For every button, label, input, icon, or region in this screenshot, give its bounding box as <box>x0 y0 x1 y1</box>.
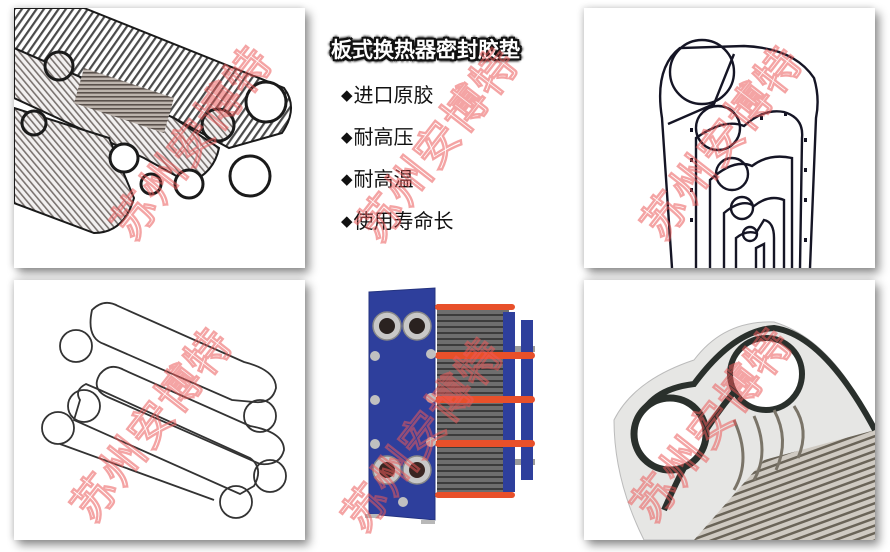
feature-text: 耐高温 <box>353 167 414 191</box>
feature-list: ◆ 进口原胶 ◆ 耐高压 ◆ 耐高温 ◆ 使用寿命长 <box>341 74 454 242</box>
product-info-panel: 板式换热器密封胶垫 ◆ 进口原胶 ◆ 耐高压 ◆ 耐高温 ◆ 使用寿命长 <box>315 0 577 552</box>
stacked-gasket-illustration <box>41 301 287 519</box>
port-flange <box>372 311 432 485</box>
feature-item: ◆ 耐高温 <box>341 158 454 200</box>
stacked-gasket-drawing: 苏州安博特 <box>14 280 305 540</box>
feature-item: ◆ 耐高压 <box>341 116 454 158</box>
feature-text: 耐高压 <box>353 125 414 149</box>
feature-text: 使用寿命长 <box>353 209 454 233</box>
gasket-plates-photo: 苏州安博特 <box>14 8 305 268</box>
gasket-plates-illustration <box>14 8 292 235</box>
feature-item: ◆ 使用寿命长 <box>341 200 454 242</box>
vertical-gasket-illustration <box>658 38 819 268</box>
feature-text: 进口原胶 <box>353 83 434 107</box>
diamond-bullet-icon: ◆ <box>341 128 353 146</box>
diamond-bullet-icon: ◆ <box>341 86 353 104</box>
diamond-bullet-icon: ◆ <box>341 170 353 188</box>
gasket-port-closeup-illustration <box>613 321 875 540</box>
plate-heat-exchanger-image <box>365 287 535 524</box>
vertical-gasket-drawing: 苏州安博特 <box>584 8 875 268</box>
diamond-bullet-icon: ◆ <box>341 212 353 230</box>
gasket-port-closeup-photo: 苏州安博特 <box>584 280 875 540</box>
product-title: 板式换热器密封胶垫 <box>331 38 520 62</box>
feature-item: ◆ 进口原胶 <box>341 74 454 116</box>
